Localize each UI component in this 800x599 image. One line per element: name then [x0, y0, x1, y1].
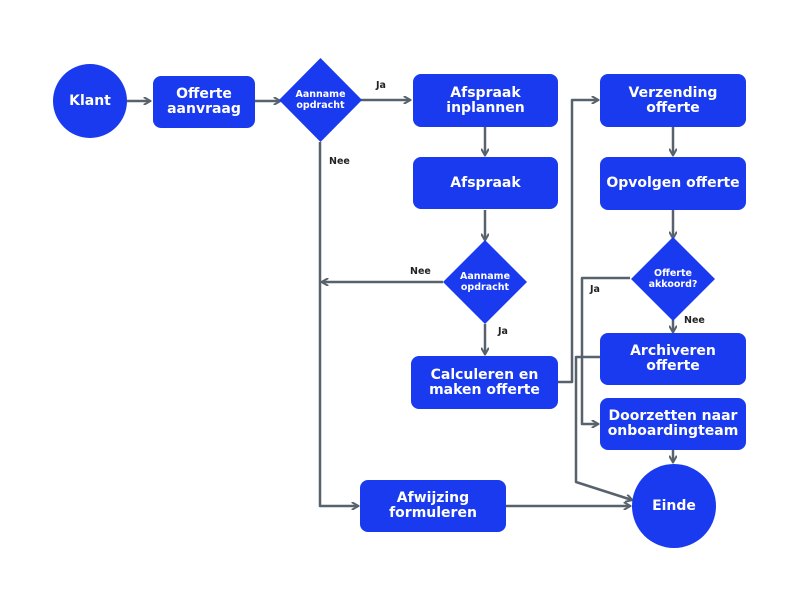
offerte-akkoord-label: Offerte akkoord?	[648, 268, 698, 290]
edge-label-ja-3: Ja	[590, 284, 600, 295]
node-aanname-opdracht-2: Aanname opdracht	[443, 240, 527, 324]
node-aanname-opdracht-1: Aanname opdracht	[279, 58, 362, 142]
edge-label-nee-1: Nee	[329, 156, 350, 167]
node-opvolgen-offerte: Opvolgen offerte	[600, 157, 746, 210]
edge-label-ja-2: Ja	[498, 326, 508, 337]
edge-label-ja-1: Ja	[376, 80, 386, 91]
edge-calculeren-to-verzending	[558, 100, 598, 384]
aanname-opdracht-1-label: Aanname opdracht	[295, 89, 346, 111]
edge-offerte-akkoord-ja-to-doorzetten	[580, 276, 630, 424]
node-afwijzing-formuleren: Afwijzing formuleren	[360, 480, 506, 532]
node-verzending-offerte: Verzending offerte	[600, 74, 746, 127]
node-afspraak: Afspraak	[413, 157, 558, 209]
decision-diamond-3	[631, 237, 715, 321]
node-doorzetten-naar-onboardingteam: Doorzetten naar onboardingteam	[600, 398, 746, 450]
decision-diamond-1	[279, 58, 362, 142]
edge-aanname-1-nee-to-afwijzing	[318, 142, 358, 506]
node-calculeren-en-maken-offerte: Calculeren en maken offerte	[411, 356, 558, 409]
node-afspraak-inplannen: Afspraak inplannen	[413, 74, 558, 127]
node-offerte-aanvraag: Offerte aanvraag	[153, 76, 255, 128]
aanname-opdracht-2-label: Aanname opdracht	[459, 271, 511, 293]
node-archiveren-offerte: Archiveren offerte	[600, 333, 746, 385]
edge-label-nee-3: Nee	[684, 315, 705, 326]
decision-diamond-2	[443, 240, 527, 324]
node-offerte-akkoord: Offerte akkoord?	[631, 237, 715, 321]
node-einde: Einde	[632, 464, 716, 548]
edge-archiveren-to-einde	[574, 355, 632, 500]
edge-label-nee-2: Nee	[410, 266, 431, 277]
node-klant: Klant	[53, 64, 127, 138]
